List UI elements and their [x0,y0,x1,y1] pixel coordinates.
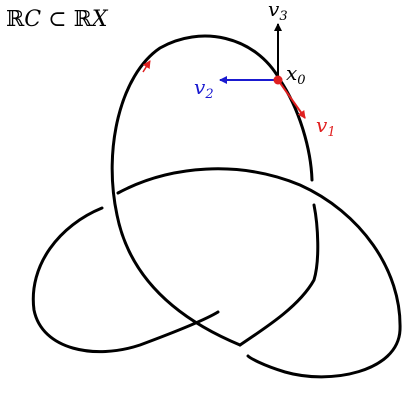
orientation-arrow [142,60,151,73]
knot-strand-inner [238,203,320,347]
basepoint-label: x0 [286,61,306,88]
v1-label: v1 [316,113,336,140]
knot-strand-tall-loop [110,34,314,347]
v2-label: v2 [194,75,214,102]
v1-vector-arrow [277,79,306,119]
knot-strand-right-sweep [116,167,402,379]
knot-strand-left-segment [31,206,220,353]
basepoint-dot [273,75,283,85]
diagram-title: ℝC ⊂ ℝX [6,7,109,32]
v3-label: v3 [268,0,288,24]
